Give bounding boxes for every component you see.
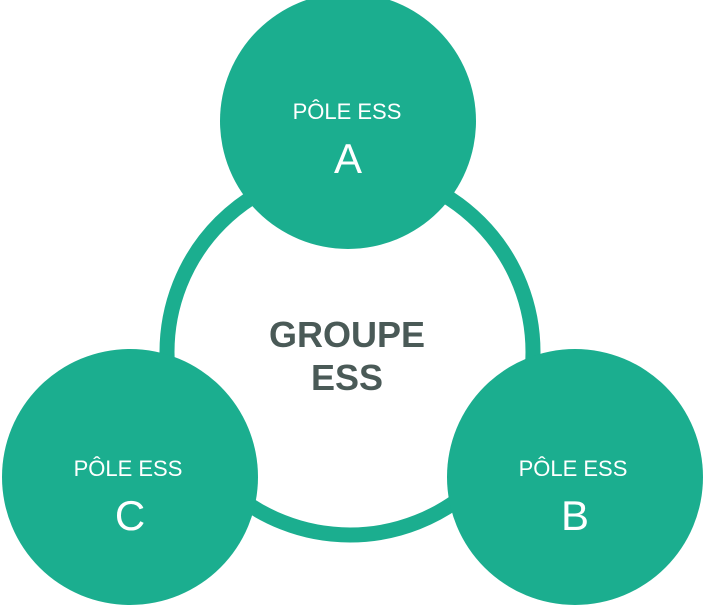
center-title-line1: GROUPE bbox=[269, 314, 425, 355]
pole-a-prefix: PÔLE ESS bbox=[293, 99, 402, 124]
pole-c-node: PÔLE ESS C bbox=[2, 349, 258, 605]
pole-b-prefix: PÔLE ESS bbox=[519, 456, 628, 481]
pole-c-circle bbox=[2, 349, 258, 605]
pole-a-circle bbox=[220, 0, 476, 249]
pole-c-prefix: PÔLE ESS bbox=[74, 456, 183, 481]
center-title-line2: ESS bbox=[311, 357, 383, 398]
pole-a-node: PÔLE ESS A bbox=[220, 0, 476, 249]
pole-b-letter: B bbox=[561, 492, 589, 539]
pole-b-node: PÔLE ESS B bbox=[447, 349, 703, 605]
pole-a-letter: A bbox=[334, 135, 362, 182]
pole-c-letter: C bbox=[115, 492, 145, 539]
pole-b-circle bbox=[447, 349, 703, 605]
